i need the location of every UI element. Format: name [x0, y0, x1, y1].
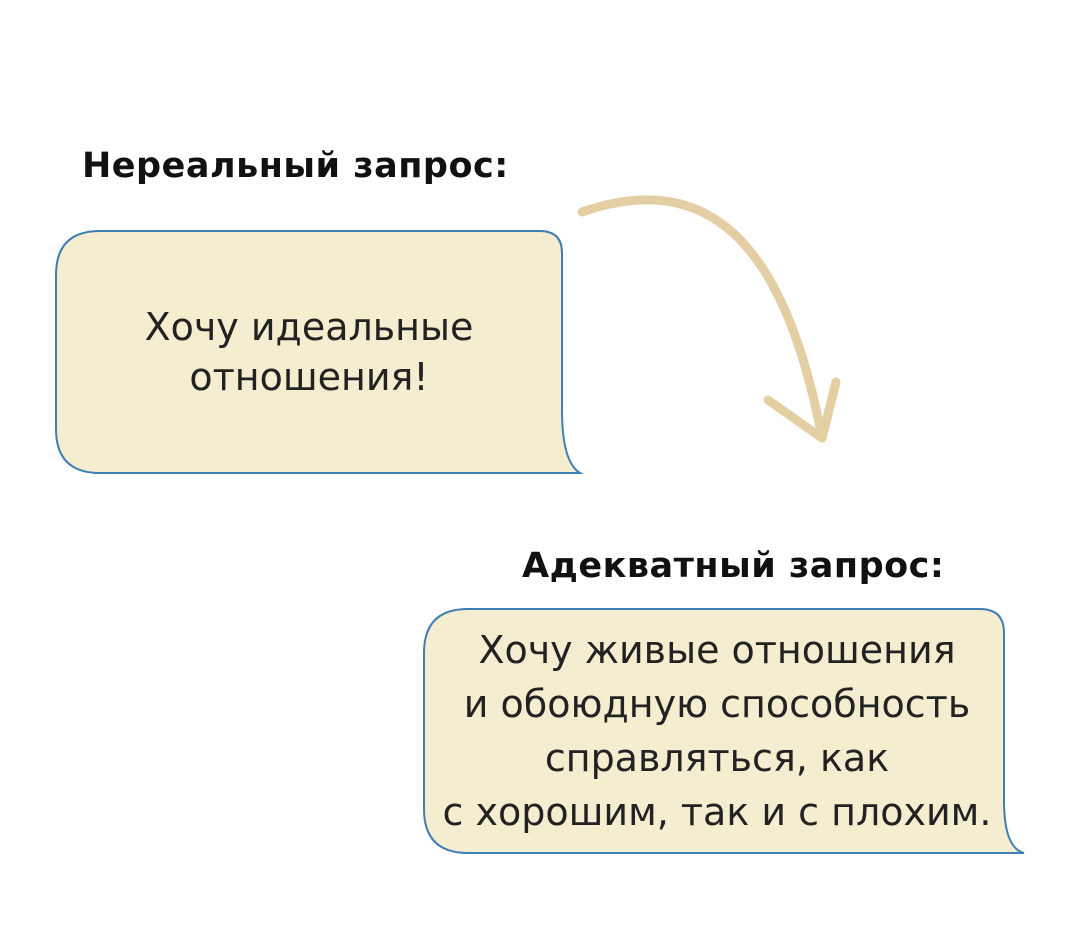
adequate-request-line: Хочу живые отношения: [478, 628, 956, 672]
unreal-request-line: отношения!: [189, 355, 429, 399]
unreal-request-line: Хочу идеальные: [144, 305, 474, 349]
adequate-request-line: и обоюдную способность: [463, 682, 971, 726]
adequate-request-text: Хочу живые отношения и обоюдную способно…: [424, 610, 1010, 852]
speech-bubble-adequate: [423, 608, 1025, 854]
unreal-request-text: Хочу идеальные отношения!: [56, 232, 562, 472]
unreal-request-heading: Нереальный запрос:: [82, 146, 509, 186]
speech-bubble-unreal: [55, 230, 584, 474]
adequate-request-line: справляться, как: [544, 736, 890, 780]
curved-arrow-down-right-icon: [577, 195, 841, 443]
adequate-request-heading: Адекватный запрос:: [522, 546, 945, 586]
adequate-request-line: с хорошим, так и с плохим.: [442, 790, 992, 834]
